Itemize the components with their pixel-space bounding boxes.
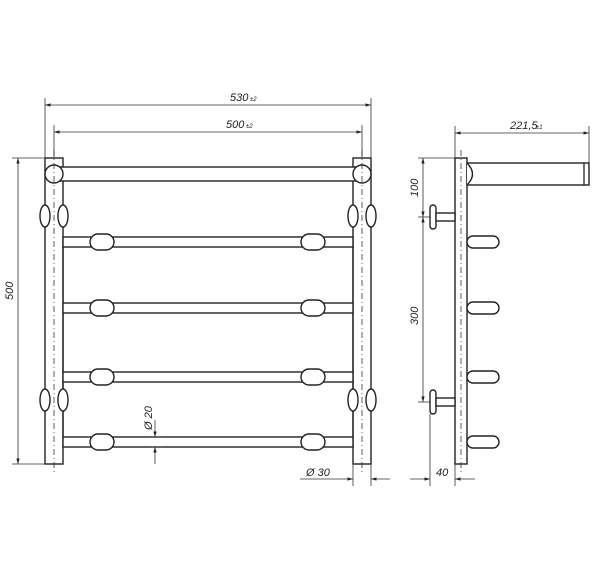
rungs: [62, 236, 354, 448]
mount-spacing-label: 300: [409, 306, 421, 325]
front-view: [39, 150, 377, 472]
dim-mount-spacing: 300: [409, 217, 430, 403]
wall-brackets-front: [39, 204, 377, 412]
post-dia-label: Ø 30: [305, 467, 331, 479]
height-label: 500: [4, 281, 16, 300]
depth-tol: ±1: [536, 125, 543, 131]
side-top-arm: [466, 162, 590, 186]
dim-wall-gap: 40: [410, 414, 475, 486]
dim-post-diameter: Ø 30: [300, 464, 390, 486]
depth-label: 221,5: [509, 120, 538, 132]
tube-dia-label: Ø 20: [143, 405, 155, 431]
center-width-tol: ±2: [246, 124, 253, 130]
dim-depth: 221,5 ±1: [454, 120, 590, 163]
top-rail: [54, 166, 362, 182]
side-view: [429, 150, 590, 472]
rung-collars: [89, 233, 326, 451]
dim-center-width: 500 ±2: [53, 119, 363, 158]
overall-width-tol: ±2: [250, 97, 257, 103]
side-wall-mounts: [429, 204, 456, 415]
side-top-arm-bend: [466, 162, 474, 186]
overall-width-label: 530: [230, 92, 249, 104]
dim-overall-width: 530 ±2: [44, 92, 372, 158]
wall-gap-label: 40: [436, 467, 449, 479]
dim-height: 500: [4, 157, 45, 465]
dim-top-offset: 100: [409, 157, 455, 218]
side-rungs: [466, 235, 500, 449]
inner-frame: [62, 247, 354, 437]
top-offset-label: 100: [409, 178, 421, 197]
center-width-label: 500: [226, 119, 245, 131]
center-lines: [53, 150, 363, 472]
dim-tube-diameter: Ø 20: [143, 405, 163, 464]
